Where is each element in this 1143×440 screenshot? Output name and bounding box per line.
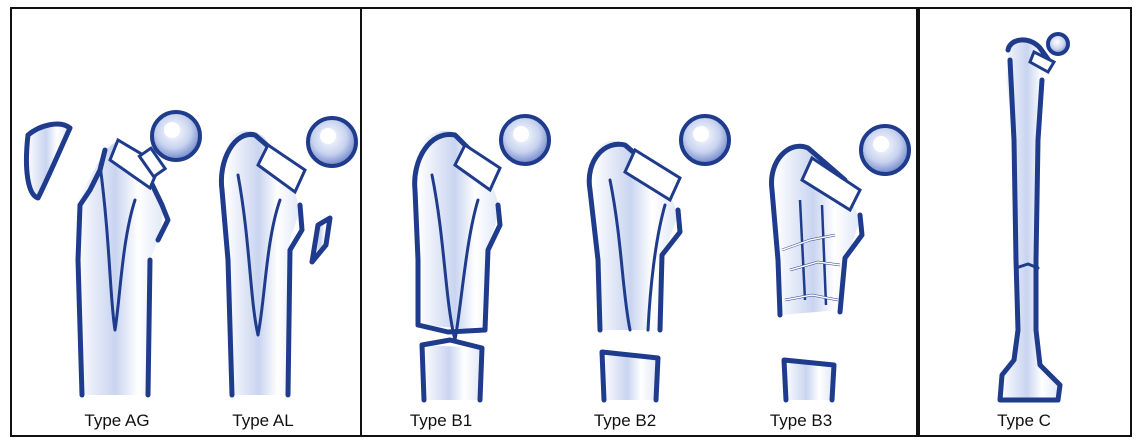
label-type-b3: Type B3 bbox=[770, 411, 832, 431]
femur-type-ag bbox=[26, 112, 200, 395]
femur-type-al bbox=[221, 118, 356, 395]
label-type-b1: Type B1 bbox=[410, 411, 472, 431]
label-type-c: Type C bbox=[997, 411, 1051, 431]
femur-type-b3 bbox=[772, 126, 909, 400]
label-type-ag: Type AG bbox=[84, 411, 149, 431]
femur-type-c bbox=[1000, 34, 1068, 400]
femur-type-b1 bbox=[415, 116, 549, 400]
label-type-al: Type AL bbox=[232, 411, 293, 431]
femoral-head bbox=[1048, 34, 1068, 54]
label-type-b2: Type B2 bbox=[594, 411, 656, 431]
femur-type-b2 bbox=[589, 116, 729, 400]
